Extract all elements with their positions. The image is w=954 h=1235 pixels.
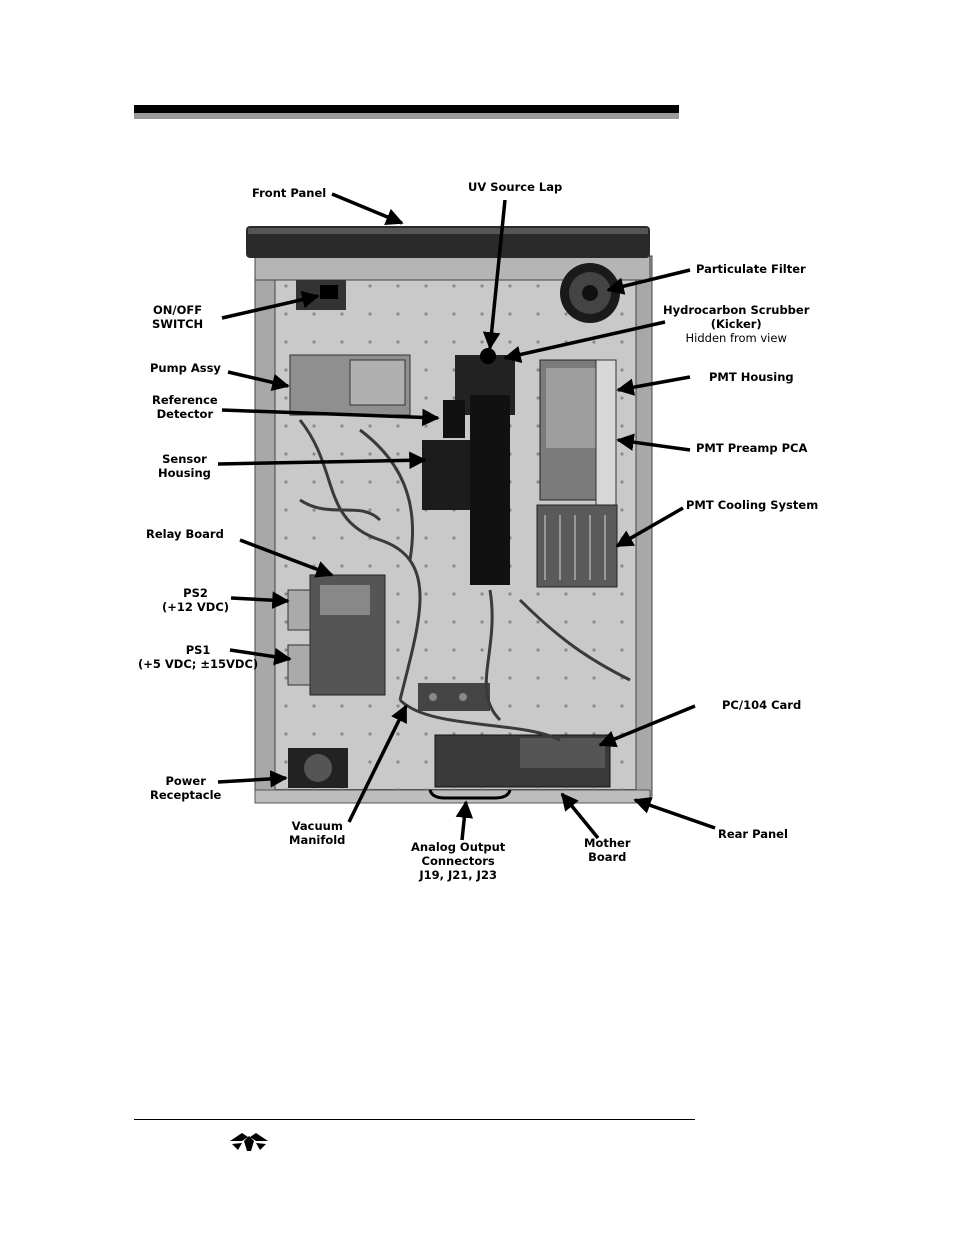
reference-detector-shape — [443, 400, 465, 438]
header-rule — [134, 105, 679, 113]
particulate-filter-shape — [560, 263, 620, 323]
on-off-switch-shape — [296, 280, 346, 310]
header-rule-shadow — [134, 113, 679, 119]
relay-board-shape — [309, 574, 386, 696]
vacuum-manifold-shape — [418, 683, 490, 711]
power-supply-shape — [287, 589, 311, 686]
label-hydrocarbon-scrubber: Hydrocarbon Scrubber(Kicker) Hidden from… — [663, 303, 810, 345]
label-ps2: PS2(+12 VDC) — [162, 586, 230, 614]
label-pump-assy: Pump Assy — [150, 361, 221, 375]
teledyne-logo-icon — [230, 1133, 268, 1151]
label-pmt-housing: PMT Housing — [709, 370, 794, 384]
wire-harness — [298, 419, 631, 742]
pmt-housing-shape — [539, 359, 617, 506]
pointer-arrows — [217, 192, 716, 841]
footer-rule — [134, 1119, 695, 1120]
label-hidden-note: Hidden from view — [685, 331, 787, 345]
label-front-panel: Front Panel — [252, 186, 327, 200]
label-pc104-card: PC/104 Card — [722, 698, 802, 712]
front-panel-shape — [246, 226, 650, 258]
label-rear-panel: Rear Panel — [718, 827, 788, 841]
label-relay-board: Relay Board — [146, 527, 224, 541]
power-receptacle-shape — [288, 748, 348, 788]
label-pmt-preamp: PMT Preamp PCA — [696, 441, 808, 455]
label-uv-source: UV Source Lap — [468, 180, 563, 194]
sensor-housing-shape — [422, 395, 510, 585]
label-ps1: PS1(+5 VDC; ±15VDC) — [138, 643, 259, 671]
mother-board-shape — [434, 734, 611, 788]
label-pmt-cooling: PMT Cooling System — [686, 498, 819, 512]
label-particulate-filter: Particulate Filter — [696, 262, 806, 276]
pmt-cooling-shape — [536, 504, 618, 588]
pump-assy-shape — [289, 354, 411, 416]
analog-output-bracket — [428, 789, 512, 800]
